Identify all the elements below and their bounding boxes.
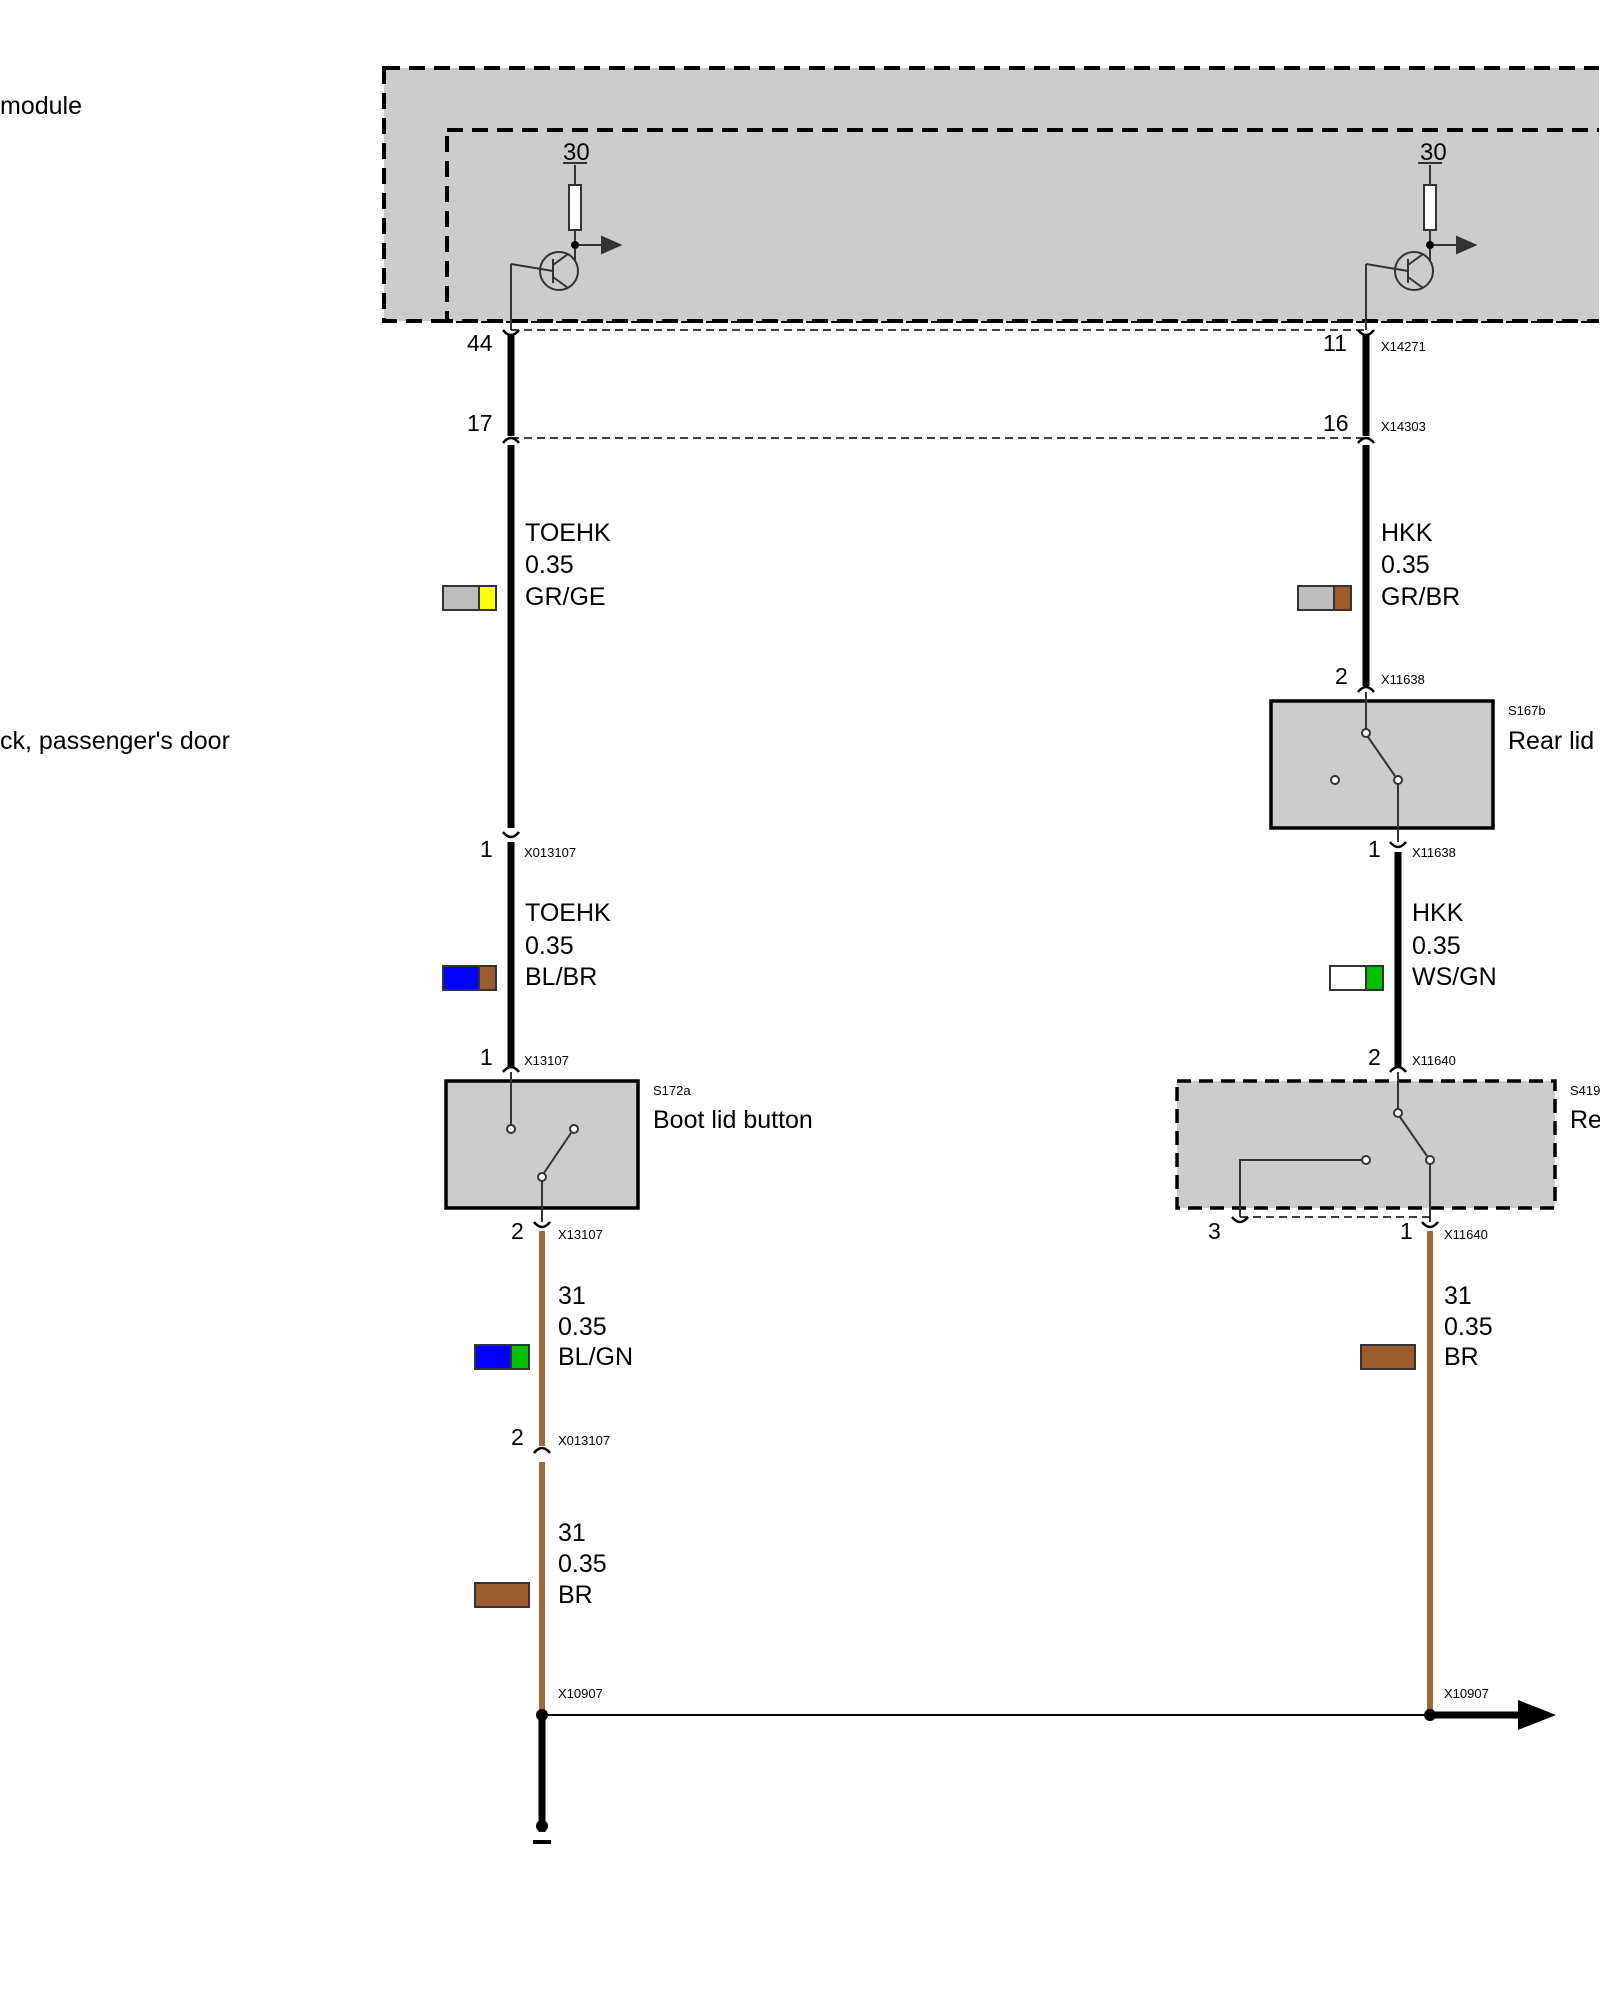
svg-text:HKK: HKK (1412, 899, 1464, 927)
color-swatch-left-top (442, 585, 497, 611)
svg-text:0.35: 0.35 (525, 932, 574, 960)
pin-2-x11638: 2 (1335, 663, 1348, 689)
pin-1-x11640: 1 (1400, 1218, 1413, 1244)
connector-label-x11638-bot: X11638 (1412, 845, 1456, 860)
right-output-stage (1365, 162, 1478, 330)
component-id-s167b: S167b (1508, 703, 1546, 718)
side-label-door: ck, passenger's door (0, 727, 230, 755)
pin-11: 11 (1323, 330, 1347, 356)
color-swatch-right-low (1360, 1344, 1416, 1370)
supply-label-right: 30 (1420, 139, 1447, 166)
component-id-s419: S419 (1570, 1083, 1600, 1098)
connector-label-x11640-bot: X11640 (1444, 1227, 1488, 1242)
color-swatch-right-top (1297, 585, 1352, 611)
svg-text:TOEHK: TOEHK (525, 899, 611, 927)
svg-text:BL/BR: BL/BR (525, 963, 597, 991)
svg-text:WS/GN: WS/GN (1412, 963, 1497, 991)
s419-switch (1175, 1079, 1557, 1210)
wire-label-left-bottom: 31 0.35 BR (558, 1519, 607, 1609)
connector-label-x10907-right: X10907 (1444, 1686, 1489, 1701)
connector-label-x11638-top: X11638 (1381, 672, 1425, 687)
component-name-s167b: Rear lid (1508, 727, 1594, 755)
wire-label-left-low: 31 0.35 BL/GN (558, 1282, 633, 1371)
continuation-arrow (1518, 1700, 1556, 1730)
svg-text:0.35: 0.35 (1412, 932, 1461, 960)
svg-text:GR/GE: GR/GE (525, 583, 606, 611)
svg-text:0.35: 0.35 (558, 1550, 607, 1578)
svg-text:BR: BR (1444, 1343, 1479, 1371)
connector-label-x13107-bot: X13107 (558, 1227, 603, 1242)
component-id-s172a: S172a (653, 1083, 691, 1098)
color-swatch-right-mid (1329, 965, 1384, 991)
svg-text:0.35: 0.35 (1381, 551, 1430, 579)
svg-text:0.35: 0.35 (1444, 1313, 1493, 1341)
side-label-module: module (0, 92, 82, 120)
connector-label-x013107-top: X013107 (524, 845, 576, 860)
connector-label-x10907-left: X10907 (558, 1686, 603, 1701)
connector-label-x14303: X14303 (1381, 419, 1426, 434)
svg-text:HKK: HKK (1381, 519, 1433, 547)
pin-16: 16 (1323, 410, 1349, 436)
pin-2-x13107: 2 (511, 1218, 524, 1244)
svg-text:0.35: 0.35 (558, 1313, 607, 1341)
pin-2-x013107: 2 (511, 1424, 524, 1450)
left-output-stage (510, 162, 623, 330)
pin-44: 44 (467, 330, 493, 356)
svg-text:31: 31 (1444, 1282, 1472, 1310)
connector-label-x13107-top: X13107 (524, 1053, 569, 1068)
wire-label-right-mid: HKK 0.35 WS/GN (1412, 899, 1497, 991)
pin-2-x11640: 2 (1368, 1044, 1381, 1070)
connector-label-x11640-top: X11640 (1412, 1053, 1456, 1068)
pin-1-x11638: 1 (1368, 836, 1381, 862)
svg-text:BR: BR (558, 1581, 593, 1609)
pin-1-x013107: 1 (480, 836, 493, 862)
pin-17: 17 (467, 410, 493, 436)
component-name-s172a: Boot lid button (653, 1106, 813, 1134)
svg-text:0.35: 0.35 (525, 551, 574, 579)
wire-label-right-top: HKK 0.35 GR/BR (1381, 519, 1460, 611)
svg-text:BL/GN: BL/GN (558, 1343, 633, 1371)
color-swatch-left-bottom (474, 1582, 530, 1608)
color-swatch-left-low (474, 1344, 530, 1370)
svg-text:31: 31 (558, 1519, 586, 1547)
svg-text:31: 31 (558, 1282, 586, 1310)
pin-1-x13107: 1 (480, 1044, 493, 1070)
color-swatch-left-mid (442, 965, 497, 991)
component-name-s419: Re (1570, 1106, 1600, 1134)
pin-3-x11640: 3 (1208, 1218, 1221, 1244)
connector-label-x013107-bot: X013107 (558, 1433, 610, 1448)
wire-label-left-mid: TOEHK 0.35 BL/BR (525, 899, 611, 991)
wire-label-right-low: 31 0.35 BR (1444, 1282, 1493, 1371)
supply-label-left: 30 (563, 139, 590, 166)
svg-text:TOEHK: TOEHK (525, 519, 611, 547)
wire-label-left-top: TOEHK 0.35 GR/GE (525, 519, 611, 611)
svg-text:GR/BR: GR/BR (1381, 583, 1460, 611)
connector-label-x14271: X14271 (1381, 339, 1426, 354)
rear-lid-switch (1269, 699, 1495, 830)
